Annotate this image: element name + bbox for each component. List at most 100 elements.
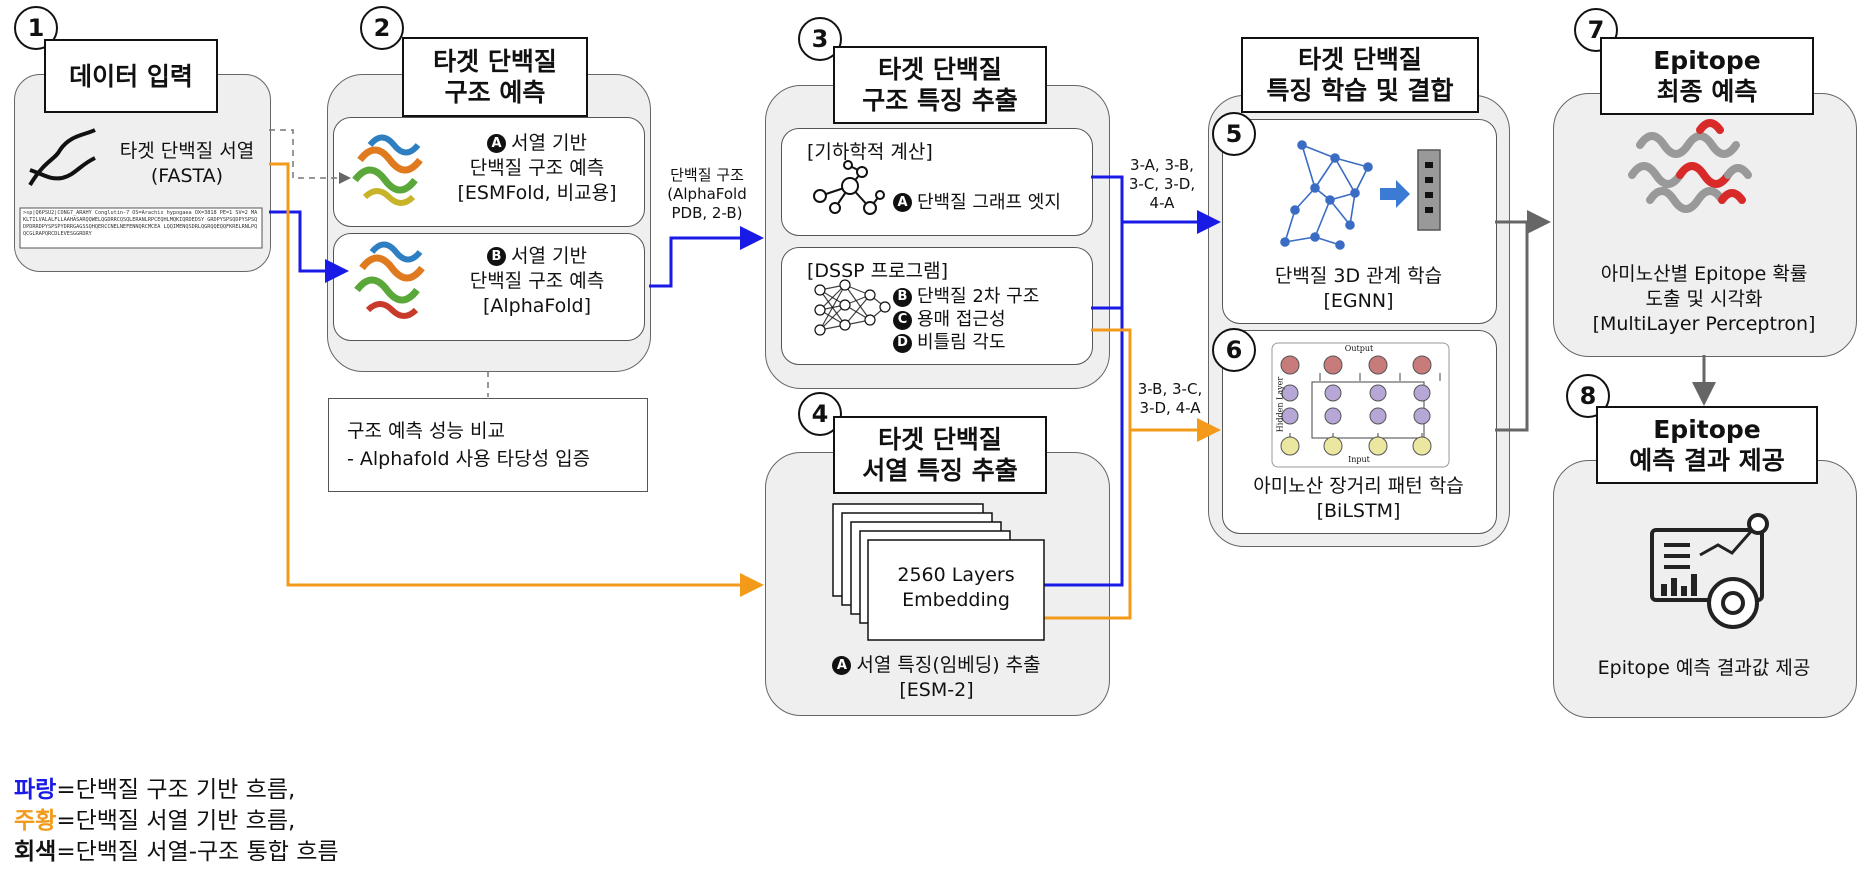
step56-title: 타겟 단백질 특징 학습 및 결합 — [1241, 37, 1479, 113]
egnn-desc: 단백질 3D 관계 학습 [EGNN] — [1222, 264, 1495, 314]
bilstm-hidden-label: Hidden Layer — [1275, 376, 1285, 433]
edge-label-orange-line2: 3-D, 4-A — [1139, 399, 1201, 417]
dna-helix-icon — [28, 128, 96, 187]
fasta-seq-label-line1: 타겟 단백질 서열 — [119, 140, 255, 162]
step6-number-badge: 6 — [1212, 328, 1256, 372]
step2-title-line2: 구조 예측 — [444, 78, 546, 107]
legend-orange-key: 주황 — [14, 808, 57, 834]
mlp-desc-line2: 도출 및 시각화 — [1645, 288, 1763, 310]
protein-structure-icon-a — [352, 134, 423, 206]
step2-title-line1: 타겟 단백질 — [433, 47, 557, 76]
legend-gray-text: =단백질 서열-구조 통합 흐름 — [56, 839, 339, 865]
step3-title-line2: 구조 특징 추출 — [862, 86, 1018, 115]
edge-label-blue: 3-A, 3-B, 3-C, 3-D, 4-A — [1122, 156, 1202, 213]
right-arrow-icon — [1380, 180, 1410, 208]
edge-label-structure-line3: PDB, 2-B) — [671, 204, 743, 222]
result-desc: Epitope 예측 결과값 제공 — [1597, 657, 1811, 679]
alphafold-line1: 서열 기반 — [511, 245, 587, 267]
step7-title-line1: Epitope — [1653, 46, 1761, 75]
fasta-text: >sp|Q6PSU2|CONG7_ARAHY Conglutin-7 OS=Ar… — [23, 210, 258, 237]
protein-structure-icon-b — [354, 241, 425, 319]
bilstm-tool: [BiLSTM] — [1316, 500, 1401, 522]
step4-title-line2: 서열 특징 추출 — [862, 456, 1018, 485]
legend-blue-key: 파랑 — [14, 777, 57, 803]
step3-title: 타겟 단백질 구조 특징 추출 — [833, 46, 1047, 124]
edge-label-orange: 3-B, 3-C, 3-D, 4-A — [1130, 380, 1210, 418]
step3-geo-box — [781, 128, 1093, 236]
dssp-item-3-badge: D — [893, 333, 912, 353]
step8-title: Epitope 예측 결과 제공 — [1596, 406, 1818, 484]
esmfold-line3: [ESMFold, 비교용] — [457, 182, 617, 204]
step3-title-line1: 타겟 단백질 — [878, 55, 1002, 84]
blue-line-dssp — [1091, 222, 1124, 310]
bilstm-input-label: Input — [1348, 455, 1370, 464]
step1-title-text: 데이터 입력 — [69, 61, 193, 91]
step7-title-line2: 최종 예측 — [1656, 77, 1758, 106]
bilstm-output-label: Output — [1344, 344, 1374, 353]
embedding-label-line1: 2560 Layers — [897, 564, 1015, 586]
step2-title: 타겟 단백질 구조 예측 — [402, 37, 588, 117]
esmfold-line1: 서열 기반 — [511, 132, 587, 154]
embedding-stack-icon — [832, 503, 1045, 641]
edge-label-structure: 단백질 구조 (AlphaFold PDB, 2-B) — [656, 166, 758, 223]
geo-item-badge: A — [893, 193, 912, 212]
step1-title: 데이터 입력 — [44, 39, 218, 113]
dashed-arrow-esmfold — [269, 129, 351, 184]
step4-title-line1: 타겟 단백질 — [878, 425, 1002, 454]
esm2-tool: [ESM-2] — [899, 679, 974, 701]
dssp-item-2-text: 용매 접근성 — [917, 309, 1006, 330]
mlp-tool: [MultiLayer Perceptron] — [1592, 313, 1816, 335]
esmfold-badge: A — [487, 134, 507, 153]
dssp-title: [DSSP 프로그램] — [807, 260, 948, 282]
step2-number-badge: 2 — [360, 6, 404, 50]
analytics-report-icon — [1650, 513, 1769, 629]
step4-title: 타겟 단백질 서열 특징 추출 — [833, 416, 1047, 494]
neural-network-icon — [814, 279, 891, 336]
orange-arrow-to-bilstm — [1044, 328, 1132, 620]
graph-3d-icon — [1280, 140, 1373, 250]
dssp-item-2-badge: C — [893, 310, 912, 330]
edge-label-orange-line1: 3-B, 3-C, — [1137, 380, 1203, 398]
step5-box — [1222, 119, 1497, 324]
mlp-desc: 아미노산별 Epitope 확률 도출 및 시각화 [MultiLayer Pe… — [1556, 262, 1852, 337]
dssp-item-3-text: 비틀림 각도 — [917, 332, 1006, 353]
bilstm-desc-line1: 아미노산 장거리 패턴 학습 — [1253, 475, 1464, 497]
bilstm-desc: 아미노산 장거리 패턴 학습 [BiLSTM] — [1222, 474, 1495, 524]
step8-title-line1: Epitope — [1653, 415, 1761, 444]
compare-box — [328, 398, 648, 492]
legend-orange-text: =단백질 서열 기반 흐름, — [56, 808, 296, 834]
edge-label-blue-line2: 3-C, 3-D, — [1128, 175, 1196, 193]
legend-blue: 파랑=단백질 구조 기반 흐름, — [14, 775, 295, 805]
gray-line-bilstm — [1495, 222, 1529, 432]
legend-gray: 회색=단백질 서열-구조 통합 흐름 — [14, 837, 339, 867]
compare-line1: 구조 예측 성능 비교 — [347, 420, 505, 442]
mlp-desc-line1: 아미노산별 Epitope 확률 — [1600, 263, 1808, 285]
edge-label-blue-line1: 3-A, 3-B, — [1130, 156, 1194, 174]
step1-number-badge: 1 — [14, 6, 58, 50]
step7-title: Epitope 최종 예측 — [1600, 37, 1814, 115]
esm2-badge: A — [832, 656, 852, 675]
legend-gray-key: 회색 — [14, 839, 57, 865]
step8-title-line2: 예측 결과 제공 — [1629, 446, 1785, 475]
esmfold-line2: 단백질 구조 예측 — [469, 157, 605, 179]
fasta-seq-label: 타겟 단백질 서열 (FASTA) — [112, 139, 262, 189]
step56-title-line2: 특징 학습 및 결합 — [1266, 76, 1454, 105]
fasta-frame — [19, 207, 263, 249]
step8-panel — [1553, 460, 1857, 718]
graph-network-icon — [813, 160, 885, 215]
compare-line2: - Alphafold 사용 타당성 입증 — [347, 448, 591, 470]
orange-arrow-to-esm2 — [269, 162, 764, 597]
dssp-item-1-text: 단백질 2차 구조 — [917, 286, 1040, 307]
legend-blue-text: =단백질 구조 기반 흐름, — [56, 777, 296, 803]
dssp-item-1-badge: B — [893, 287, 912, 307]
edge-label-structure-line2: (AlphaFold — [667, 185, 747, 203]
geo-calc-title: [기하학적 계산] — [807, 141, 933, 163]
blue-arrow-to-egnn — [1091, 175, 1221, 234]
bilstm-diagram — [1271, 342, 1450, 468]
blue-arrow-to-alphafold — [269, 210, 349, 283]
